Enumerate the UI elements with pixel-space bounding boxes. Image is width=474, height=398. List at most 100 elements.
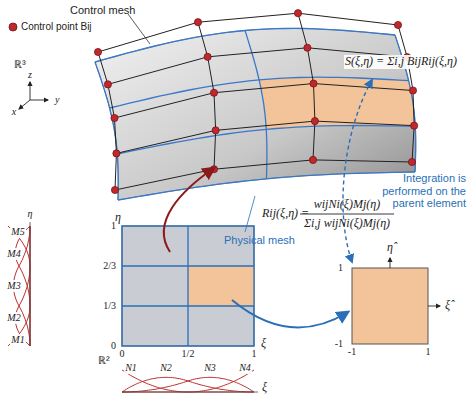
physical-mesh-line: [118, 172, 415, 200]
mesh-label: Control mesh: [70, 4, 135, 17]
axis-arrow: [428, 306, 440, 307]
leader-line: [128, 14, 150, 44]
axes-3d: [19, 82, 48, 109]
control-mesh-line: [314, 84, 315, 122]
tick-label: 1: [338, 262, 343, 274]
control-mesh-line: [108, 57, 208, 85]
tick-label: 1/2: [182, 348, 195, 360]
fraction-bar: [300, 214, 394, 215]
basis-label: N3: [203, 362, 217, 374]
tick-label: 1: [252, 348, 257, 360]
axis-label: ξ: [261, 337, 266, 351]
control-point: [94, 48, 101, 55]
control-mesh-line: [412, 126, 414, 162]
tick-label: 2/3: [103, 260, 116, 272]
physical-element: [259, 77, 415, 129]
control-mesh-line: [315, 121, 414, 126]
formula: Rij(ξ,η) =: [262, 207, 309, 221]
basis-label: N4: [238, 362, 252, 374]
tick-label: 0: [120, 348, 125, 360]
basis-curve: [122, 370, 254, 392]
axis-label: η: [28, 208, 33, 220]
control-mesh-line: [98, 22, 198, 52]
tick-label: 1: [111, 220, 116, 232]
control-mesh-line: [298, 13, 307, 48]
control-point: [411, 122, 418, 129]
control-mesh-line: [115, 153, 116, 190]
axis-label: y: [55, 94, 59, 106]
axis-label: ξ: [262, 381, 267, 395]
axis-label: η̂: [387, 241, 393, 255]
mapping-arrow: [164, 168, 214, 252]
control-point: [294, 10, 301, 17]
tick-label: 1/3: [103, 300, 116, 312]
axis-arrow: [390, 258, 391, 268]
control-point: [409, 87, 416, 94]
control-mesh-line: [208, 48, 308, 57]
leader-line: [245, 196, 255, 232]
control-point: [204, 53, 211, 60]
physical-mesh-line: [117, 126, 415, 155]
axis-label: ξ̂: [445, 299, 450, 313]
mesh-label: Physical mesh: [224, 234, 295, 247]
control-point: [113, 150, 120, 157]
control-mesh-line: [98, 52, 108, 84]
control-mesh-line: [298, 13, 398, 25]
tick-label: -1: [335, 338, 343, 350]
control-mesh-line: [398, 25, 407, 57]
basis-label: M1: [10, 334, 25, 346]
basis-curve: [122, 377, 254, 392]
basis-label: N2: [159, 362, 173, 374]
tick-label: 0: [111, 340, 116, 352]
legend-text: Control point Bij: [21, 21, 92, 33]
integration-arrow: [343, 80, 372, 262]
parametric-element: [188, 266, 254, 306]
space-symbol: ℝ³: [14, 58, 26, 71]
control-mesh-line: [307, 48, 313, 84]
control-point: [394, 21, 401, 28]
control-point: [311, 118, 318, 125]
control-point: [212, 127, 219, 134]
control-mesh-line: [413, 91, 414, 126]
control-mesh-line: [214, 84, 314, 93]
basis-label: M5: [10, 226, 25, 238]
control-mesh-line: [214, 93, 216, 131]
axis-label: x: [12, 106, 16, 118]
space-symbol: ℝ²: [98, 354, 110, 367]
control-mesh-line: [216, 121, 315, 130]
control-mesh-line: [108, 84, 115, 118]
formula: Σi,j wijNi(ξ)Mj(η): [304, 217, 390, 231]
formula: S(ξ,η) = Σi,j BijRij(ξ,η): [344, 55, 458, 69]
control-mesh-line: [198, 13, 298, 22]
basis-label: M4: [6, 248, 21, 260]
control-mesh-line: [116, 130, 215, 153]
tick-label: 1: [426, 346, 431, 358]
tick-label: -1: [348, 346, 356, 358]
physical-mesh-line: [110, 77, 409, 108]
basis-label: N1: [124, 362, 138, 374]
axis-label: z: [28, 69, 32, 81]
control-mesh-line: [115, 118, 117, 153]
control-point: [210, 89, 217, 96]
basis-curve: [122, 377, 254, 392]
control-point: [111, 114, 118, 121]
control-mesh-line: [198, 22, 208, 57]
control-point: [408, 158, 415, 165]
control-point: [194, 19, 201, 26]
control-mesh-line: [313, 121, 315, 160]
control-mesh-line: [314, 84, 414, 91]
control-mesh-line: [208, 57, 214, 93]
basis-axis: [122, 392, 258, 393]
mapping-arrow: [232, 300, 348, 327]
parent-element: [352, 268, 428, 344]
basis-label: M3: [6, 280, 21, 292]
control-point-symbol: [9, 23, 17, 31]
basis-label: M2: [6, 312, 21, 324]
control-point: [304, 44, 311, 51]
control-point: [309, 156, 316, 163]
control-mesh-line: [214, 160, 313, 169]
control-mesh-line: [214, 130, 216, 169]
control-point: [310, 80, 317, 87]
control-mesh-line: [115, 93, 215, 118]
